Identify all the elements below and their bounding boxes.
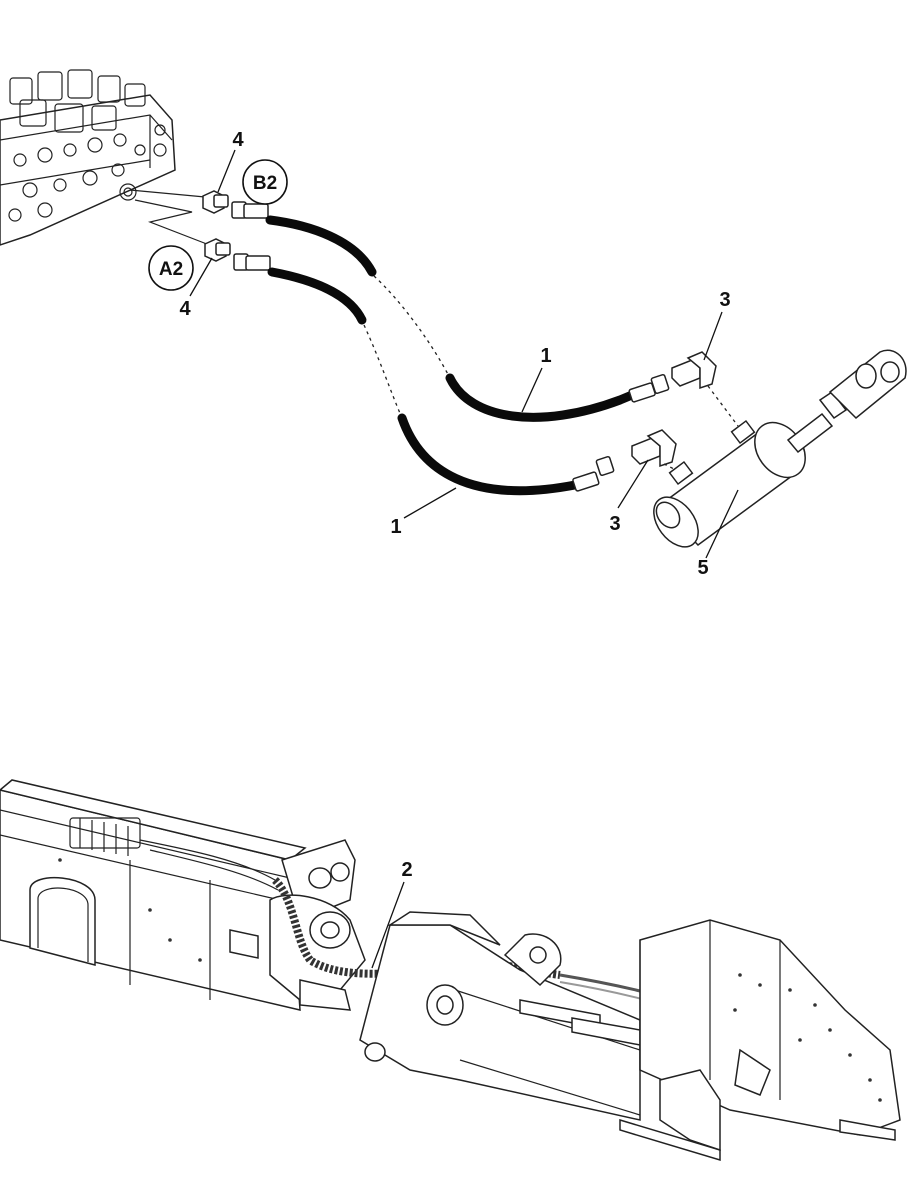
port-bubble-b2: B2 bbox=[242, 159, 288, 205]
boom-section-right bbox=[359, 911, 641, 1121]
elbow-fitting-lower bbox=[631, 429, 677, 468]
port-label-a2: A2 bbox=[159, 259, 183, 280]
control-valve-block bbox=[0, 69, 176, 246]
adapter-fitting-lower bbox=[204, 238, 231, 262]
boom-section-left bbox=[0, 779, 307, 1011]
hose-end-lower-left bbox=[233, 253, 271, 271]
leader-adapter-upper bbox=[217, 149, 236, 193]
hose-upper bbox=[265, 215, 670, 422]
port-label-b2: B2 bbox=[253, 173, 277, 194]
boom-pivot-joint bbox=[269, 839, 366, 1011]
hose-lower bbox=[267, 267, 615, 496]
callout-hose-routing: 2 bbox=[401, 859, 412, 881]
port-bubble-a2: A2 bbox=[148, 245, 194, 291]
port-leader-a2 bbox=[134, 199, 213, 247]
leader-hose-lower bbox=[403, 487, 457, 519]
callout-elbow-upper: 3 bbox=[719, 289, 730, 311]
callout-hose-upper: 1 bbox=[540, 345, 551, 367]
leader-hose-upper bbox=[521, 367, 543, 413]
callout-adapter-lower: 4 bbox=[179, 298, 191, 320]
callout-elbow-lower: 3 bbox=[609, 513, 620, 535]
hydraulic-cylinder bbox=[653, 349, 907, 548]
port-leader-b2 bbox=[129, 189, 206, 198]
callout-hose-lower: 1 bbox=[390, 516, 401, 538]
elbow-leader-lower bbox=[663, 463, 677, 471]
lower-assembly-view: 2 bbox=[0, 779, 901, 1162]
end-enclosure bbox=[58, 858, 901, 1162]
leader-adapter-lower bbox=[189, 257, 213, 297]
leader-hose-routing bbox=[371, 881, 405, 969]
callout-cylinder: 5 bbox=[697, 557, 708, 579]
callout-adapter-upper: 4 bbox=[232, 129, 244, 151]
leader-elbow-lower bbox=[617, 459, 649, 509]
adapter-fitting-upper bbox=[202, 190, 229, 214]
leader-cylinder bbox=[705, 489, 739, 559]
elbow-leader-upper bbox=[707, 385, 739, 427]
leader-elbow-upper bbox=[703, 311, 723, 361]
upper-exploded-view: B2 A2 4 4 1 1 3 3 5 bbox=[0, 69, 907, 579]
elbow-fitting-upper bbox=[671, 351, 717, 390]
hose-end-upper-left bbox=[231, 201, 269, 219]
